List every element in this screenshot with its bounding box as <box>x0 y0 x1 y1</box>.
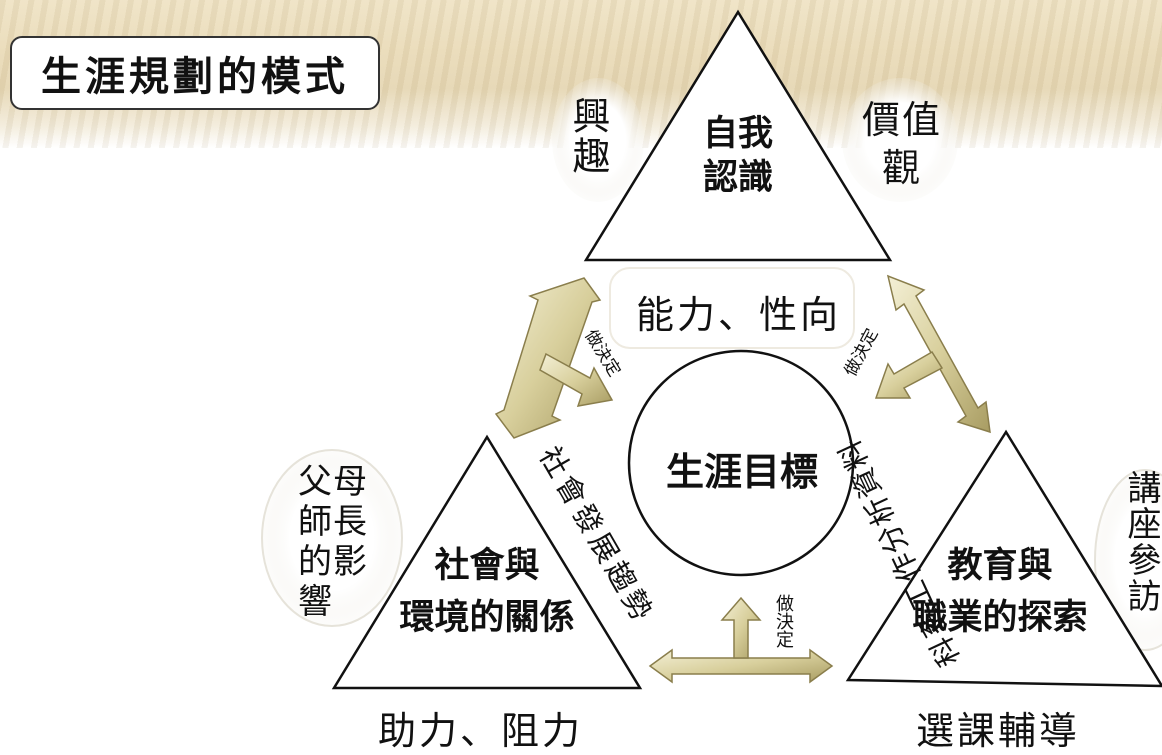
course-guidance-label: 選課輔導 <box>916 709 1081 753</box>
society-line1: 社會與 <box>434 546 540 586</box>
center-goal: 生涯目標 <box>666 450 819 494</box>
decision-arrow-right <box>874 274 991 434</box>
title-box: 生涯規劃的模式 <box>10 36 380 110</box>
halo-interest <box>552 78 644 202</box>
decision-label-bottom: 做決定 <box>773 594 794 648</box>
self-awareness-line1: 自我 <box>702 114 773 154</box>
support-resistance-label: 助力、阻力 <box>378 709 584 753</box>
triangle-education <box>845 429 1162 688</box>
halo-ability <box>609 267 855 349</box>
ability-label: 能力、性向 <box>636 293 842 337</box>
society-label: 社會與 環境的關係 <box>382 540 592 644</box>
background-banner <box>0 0 1162 148</box>
interest-label: 興趣 <box>566 96 610 176</box>
values-label: 價值觀 <box>862 98 943 190</box>
halo-parents <box>261 449 403 627</box>
education-line2: 職業的探索 <box>912 598 1088 638</box>
decision-arrow-left <box>494 277 614 439</box>
decision-arrow-bottom <box>648 596 834 684</box>
page-title: 生涯規劃的模式 <box>41 54 349 100</box>
parents-label: 父母師長的影響 <box>298 462 368 622</box>
self-awareness-label: 自我 認識 <box>688 112 788 200</box>
triangle-society <box>331 434 643 690</box>
education-label: 教育與 職業的探索 <box>895 540 1105 644</box>
self-awareness-line2: 認識 <box>702 158 773 198</box>
lectures-label: 講座參訪 <box>1121 470 1161 614</box>
society-line2: 環境的關係 <box>399 598 575 638</box>
education-line1: 教育與 <box>947 546 1053 586</box>
goal-circle <box>627 349 855 577</box>
triangle-self <box>583 9 893 262</box>
halo-values <box>842 78 958 202</box>
